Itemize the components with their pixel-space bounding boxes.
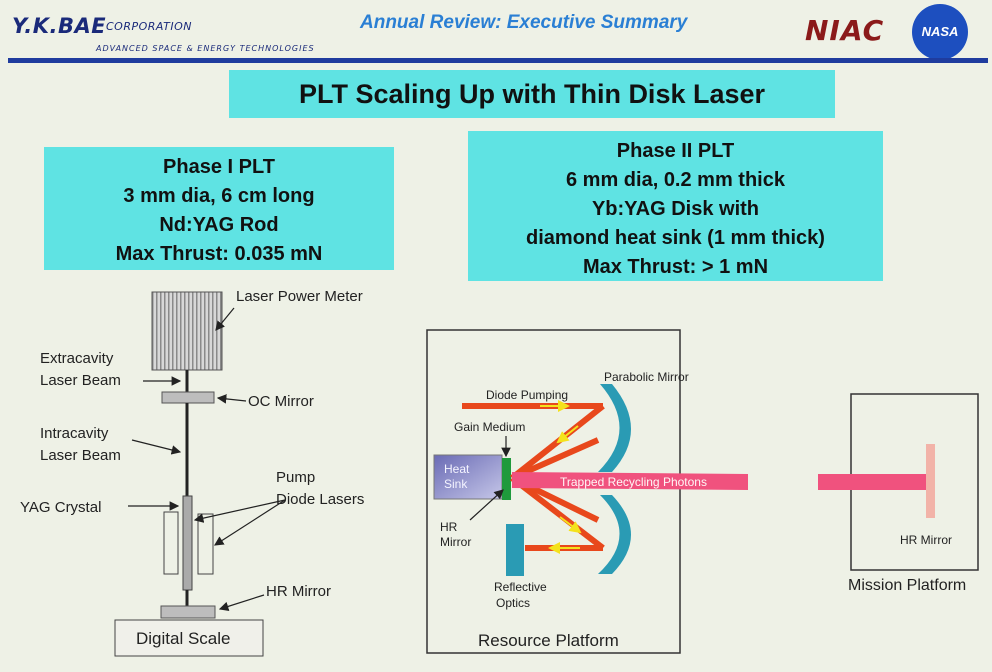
arrow-power-meter xyxy=(215,307,235,331)
pump-diode-left xyxy=(163,511,179,575)
label-parabolic-mirror: Parabolic Mirror xyxy=(604,370,689,384)
label-optics: Optics xyxy=(496,596,531,610)
yag-crystal xyxy=(182,495,193,591)
label-trapped-photons: Trapped Recycling Photons xyxy=(560,475,707,489)
company-logo-suffix: CORPORATION xyxy=(106,20,192,33)
incoming-photon-beam xyxy=(818,474,928,490)
arrow-oc-mirror xyxy=(216,394,247,404)
digital-scale xyxy=(114,619,264,657)
gain-medium xyxy=(502,458,511,500)
label-diode-lasers: Diode Lasers xyxy=(276,491,365,508)
label-yag-crystal: YAG Crystal xyxy=(20,499,102,516)
label-oc-mirror: OC Mirror xyxy=(248,393,314,410)
phase1-line: Nd:YAG Rod xyxy=(159,214,279,236)
phase2-line: diamond heat sink (1 mm thick) xyxy=(526,227,825,249)
phase2-line: Phase II PLT xyxy=(616,140,735,162)
heat-sink xyxy=(433,454,503,500)
parabolic-mirror-lower xyxy=(598,495,631,574)
phase2-box: Phase II PLT 6 mm dia, 0.2 mm thick Yb:Y… xyxy=(468,131,883,281)
trapped-photon-beam xyxy=(512,472,748,490)
label-hr: HR xyxy=(440,520,458,534)
label-sink: Sink xyxy=(444,477,468,491)
company-tagline: ADVANCED SPACE & ENERGY TECHNOLOGIES xyxy=(96,44,315,53)
label-extracavity: Extracavity xyxy=(40,350,114,367)
phase1-line: Phase I PLT xyxy=(163,156,275,178)
pump-arrow-3 xyxy=(559,516,582,534)
label-hr-mirror: HR Mirror xyxy=(266,583,331,600)
pump-diode-right xyxy=(197,513,214,575)
label-mirror: Mirror xyxy=(440,535,472,549)
beam-diag-up xyxy=(510,437,600,481)
parabolic-mirror-upper xyxy=(598,384,631,472)
label-gain-medium: Gain Medium xyxy=(454,420,526,434)
phase1-line: Max Thrust: 0.035 mN xyxy=(115,243,323,265)
label-digital-scale: Digital Scale xyxy=(136,629,231,648)
oc-mirror xyxy=(161,391,215,404)
niac-logo: NIAC xyxy=(805,14,885,47)
resource-platform-frame xyxy=(426,329,681,654)
label-mission-platform: Mission Platform xyxy=(848,577,967,594)
label-heat: Heat xyxy=(444,462,470,476)
hr-mirror xyxy=(160,605,216,619)
header-divider xyxy=(8,58,988,63)
mission-hr-mirror xyxy=(926,444,935,518)
laser-power-meter xyxy=(151,291,223,371)
phase1-line: 3 mm dia, 6 cm long xyxy=(123,185,315,207)
arrow-hr-mirror xyxy=(218,594,265,612)
arrow-pump-1 xyxy=(213,499,286,546)
phase2-line: 6 mm dia, 0.2 mm thick xyxy=(566,169,785,191)
label-pump: Pump xyxy=(276,469,316,486)
phase2-line: Max Thrust: > 1 mN xyxy=(582,256,769,278)
label-reflective: Reflective xyxy=(494,580,547,594)
beam-zig-2 xyxy=(510,475,605,551)
label-intracavity: Intracavity xyxy=(40,425,109,442)
phase1-box: Phase I PLT 3 mm dia, 6 cm long Nd:YAG R… xyxy=(44,147,394,270)
label-laser-power-meter: Laser Power Meter xyxy=(236,288,363,305)
arrow-pump-2 xyxy=(193,499,286,523)
reflective-optics xyxy=(506,524,524,576)
phase2-line: Yb:YAG Disk with xyxy=(591,198,760,220)
company-logo: Y.K.BAE xyxy=(12,14,107,38)
label-mission-hr-mirror: HR Mirror xyxy=(900,533,952,547)
label-resource-platform: Resource Platform xyxy=(478,631,619,650)
arrow-hr-mirror-mid xyxy=(469,489,504,521)
label-extracavity-beam: Laser Beam xyxy=(40,372,121,389)
nasa-logo: NASA xyxy=(912,4,968,60)
slide-title: PLT Scaling Up with Thin Disk Laser xyxy=(229,70,835,118)
label-diode-pumping: Diode Pumping xyxy=(486,388,569,402)
pump-arrow-2 xyxy=(556,425,579,444)
arrow-intracavity xyxy=(131,439,182,455)
label-intracavity-beam: Laser Beam xyxy=(40,447,121,464)
header-title: Annual Review: Executive Summary xyxy=(360,12,688,33)
